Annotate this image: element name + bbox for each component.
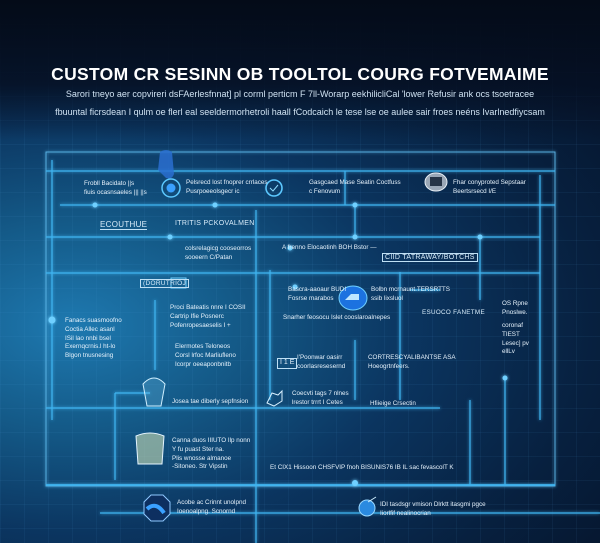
- hand-pointer-icon: [158, 150, 181, 198]
- section-header-right: CIID TATRAWAY/BOTCHS: [382, 253, 478, 262]
- section-header-center: ITRITIS PCKOVALMEN: [175, 220, 255, 227]
- bell-device-icon: [142, 377, 166, 407]
- page-title: CUSTOM CR SESINN OB TOOLTOL COURG FOTVEM…: [51, 64, 549, 84]
- card-icon: [170, 277, 187, 289]
- shield-card-icon: [135, 432, 165, 465]
- node-13: Snarher feosocu Islet cooslaroalnepes: [283, 314, 391, 321]
- globe-node-icon: [358, 496, 377, 517]
- header-band: [0, 0, 600, 140]
- cloud-node-icon: [338, 285, 368, 311]
- octagon-swipe-icon: [143, 494, 171, 522]
- section-header-left: ECOUTHUE: [100, 220, 148, 230]
- node-10: Josea tae diberly sepfnsion: [172, 398, 249, 405]
- arrow-label: ESUOCO FANETME: [422, 309, 485, 316]
- section-tag: (DORUTRIOJ: [140, 279, 190, 288]
- node-6: A frenno Elocaotinh BOH Bstor —: [282, 244, 377, 251]
- node-19: Hfiieige Crsectin: [370, 400, 416, 407]
- node-16-badge: I 1 E: [277, 358, 298, 369]
- node-21: Et CIX1 Hissoon CHSFVIP fnoh BISUNIS76 I…: [270, 464, 454, 471]
- gear-badge-icon: [424, 172, 448, 192]
- subtitle-line-2: fbuuntal ficrsdean I qulm oe flerl eal s…: [55, 107, 545, 117]
- robot-hand-icon: [266, 389, 283, 407]
- subtitle-line-1: Sarori tneyo aer copvireri dsFAerlesfnna…: [65, 89, 535, 99]
- cursor-circle-icon: [265, 179, 283, 197]
